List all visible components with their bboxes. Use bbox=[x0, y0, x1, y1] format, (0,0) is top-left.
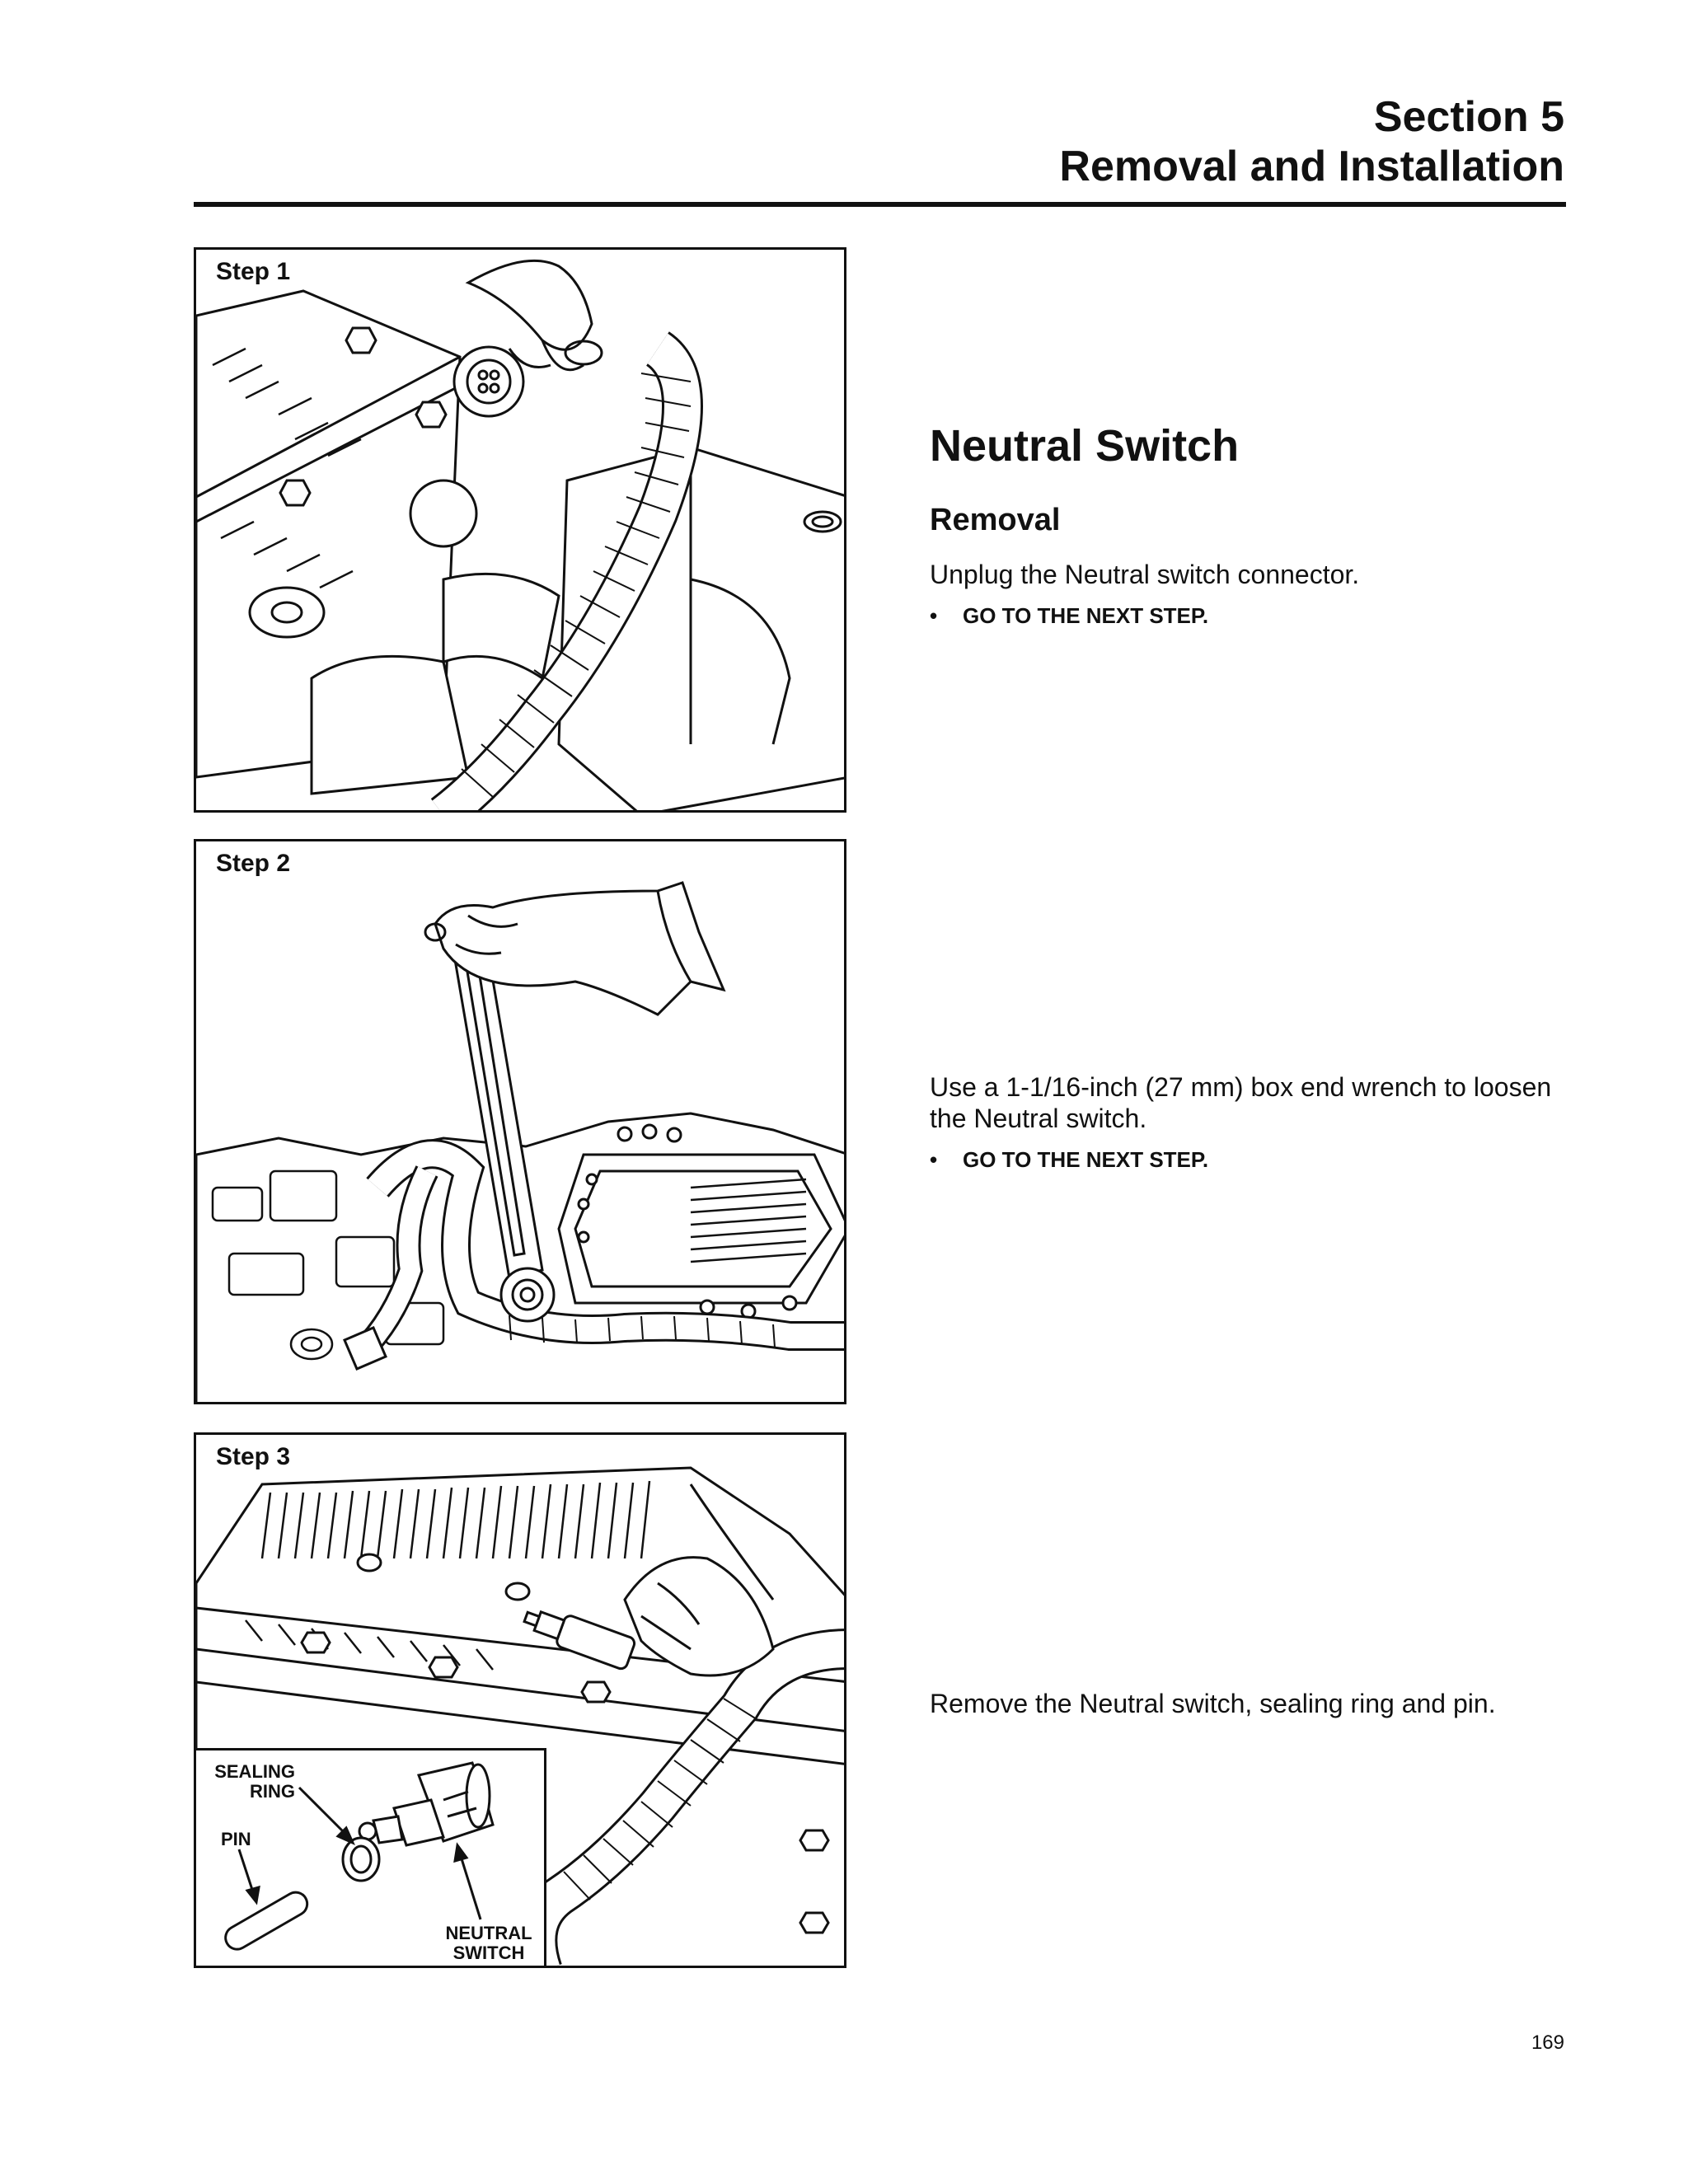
step-1-text: Unplug the Neutral switch connector. bbox=[930, 560, 1360, 589]
step-2-illustration: Step 2 bbox=[194, 839, 846, 1404]
step-3-label: Step 3 bbox=[213, 1441, 294, 1473]
neutral-switch-label: NEUTRAL SWITCH bbox=[443, 1924, 534, 1963]
bullet-icon: • bbox=[930, 603, 938, 628]
sealing-ring-label-line1: SEALING bbox=[214, 1761, 295, 1782]
step-1-bullet: • GO TO THE NEXT STEP. bbox=[930, 603, 1208, 629]
procedure-subtitle: Removal bbox=[930, 503, 1061, 537]
step-1-illustration: Step 1 bbox=[194, 247, 846, 813]
neutral-switch-label-line1: NEUTRAL bbox=[445, 1923, 532, 1943]
page-number: 169 bbox=[1531, 2032, 1564, 2054]
section-header: Section 5 Removal and Installation bbox=[1059, 92, 1564, 191]
step-1-label: Step 1 bbox=[213, 256, 294, 288]
step-3-text: Remove the Neutral switch, sealing ring … bbox=[930, 1689, 1496, 1718]
sealing-ring-label: SEALING RING bbox=[214, 1762, 295, 1802]
section-number: Section 5 bbox=[1373, 93, 1564, 141]
bullet-icon: • bbox=[930, 1147, 938, 1172]
wrench-illustration bbox=[196, 881, 844, 1402]
section-title: Removal and Installation bbox=[1059, 143, 1564, 190]
parts-diagram bbox=[224, 1761, 495, 1951]
sealing-ring-label-line2: RING bbox=[250, 1781, 295, 1802]
step-2-text: Use a 1-1/16-inch (27 mm) box end wrench… bbox=[930, 1072, 1552, 1133]
header-rule bbox=[194, 202, 1566, 207]
step-1-bullet-text: GO TO THE NEXT STEP. bbox=[963, 603, 1209, 628]
step-2-bullet-text: GO TO THE NEXT STEP. bbox=[963, 1147, 1209, 1172]
step-2-bullet: • GO TO THE NEXT STEP. bbox=[930, 1147, 1208, 1173]
procedure-title: Neutral Switch bbox=[930, 421, 1240, 471]
step-3-illustration: Step 3 bbox=[194, 1432, 846, 1968]
neutral-switch-label-line2: SWITCH bbox=[452, 1943, 525, 1963]
parts-inset: SEALING RING PIN NEUTRAL SWITCH bbox=[196, 1748, 546, 1966]
step-2-label: Step 2 bbox=[213, 848, 294, 879]
connector-illustration bbox=[196, 259, 844, 810]
pin-label: PIN bbox=[221, 1829, 251, 1849]
